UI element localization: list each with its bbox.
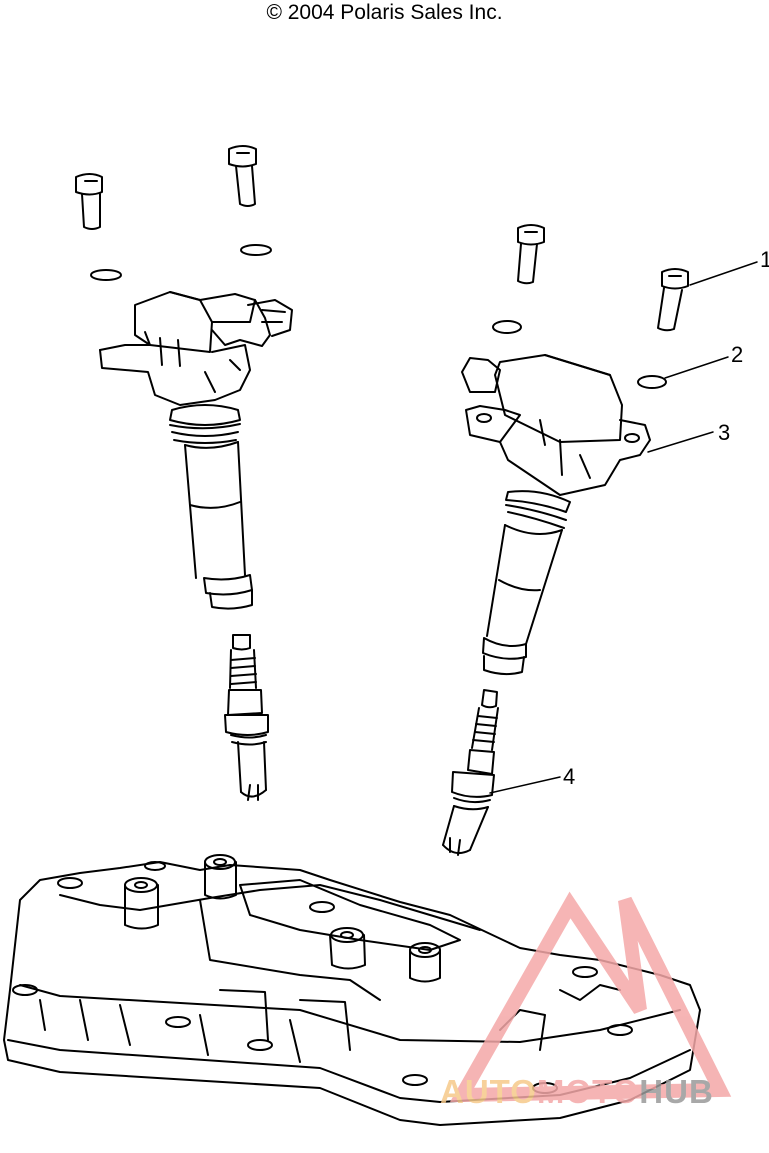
leader-line-3 — [647, 431, 714, 453]
washer-right-2 — [637, 375, 667, 389]
callout-number-3: 3 — [718, 420, 730, 445]
bolt-right-1 — [517, 224, 545, 285]
callout-number-2: 2 — [731, 342, 743, 367]
washer-left-2 — [240, 244, 272, 256]
leader-line-4 — [489, 776, 561, 794]
bolt-right-2 — [657, 268, 689, 332]
washer-right-1 — [492, 320, 522, 334]
ignition-coil-right — [461, 354, 651, 676]
watermark-text: AUTOMOTOHUB — [440, 1073, 714, 1110]
copyright-text: © 2004 Polaris Sales Inc. — [266, 1, 503, 24]
bolt-left-1 — [75, 173, 103, 230]
watermark-triangle-icon — [449, 891, 732, 1103]
callout-number-1: 1 — [760, 247, 769, 272]
spark-plug-right — [442, 689, 499, 856]
ignition-coil-left — [99, 291, 293, 610]
callout-number-4: 4 — [563, 764, 575, 789]
spark-plug-left — [224, 634, 269, 801]
bolt-left-2 — [228, 145, 257, 207]
washer-left-1 — [90, 269, 122, 281]
leader-line-1 — [689, 261, 758, 286]
leader-line-2 — [664, 356, 729, 379]
watermark-logo: AUTOMOTOHUB — [440, 891, 732, 1110]
